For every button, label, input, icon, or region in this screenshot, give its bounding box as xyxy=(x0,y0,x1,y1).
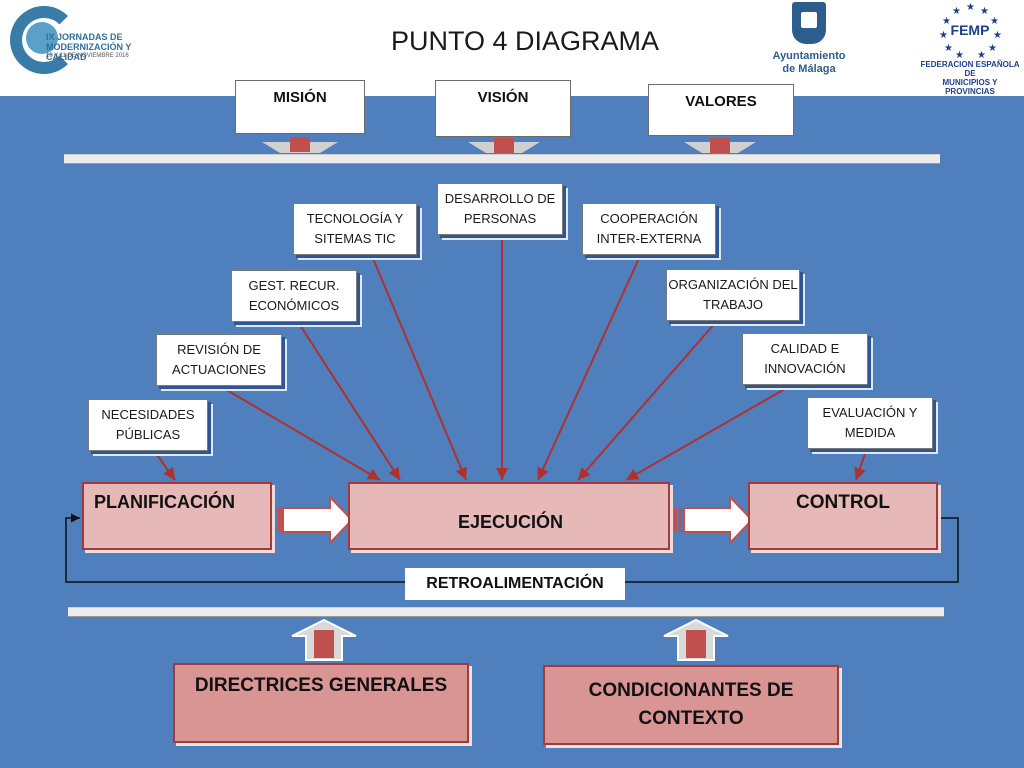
top-separator xyxy=(64,154,940,164)
vision-box: VISIÓN xyxy=(435,80,571,137)
factor-cooperacion: COOPERACIÓN INTER-EXTERNA xyxy=(582,203,716,255)
connector-organizacion xyxy=(577,321,717,481)
connector-necesidades xyxy=(154,451,176,481)
planificacion-box: PLANIFICACIÓN xyxy=(82,482,272,550)
retroalimentacion-label: RETROALIMENTACIÓN xyxy=(405,568,625,600)
factor-revision-actuaciones: REVISIÓN DE ACTUACIONES xyxy=(156,334,282,386)
factor-gest-recur-economicos: GEST. RECUR. ECONÓMICOS xyxy=(231,270,357,322)
ayuntamiento-logo: Ayuntamiento de Málaga xyxy=(768,2,850,84)
connector-cooperacion xyxy=(537,255,641,481)
femp-line1: FEDERACION ESPAÑOLA DE xyxy=(920,60,1020,78)
factor-necesidades-publicas: NECESIDADES PÚBLICAS xyxy=(88,399,208,451)
shield-icon xyxy=(792,2,826,44)
connector-tecnologia xyxy=(371,255,467,481)
ejecucion-label: EJECUCIÓN xyxy=(458,512,564,532)
connector-calidad xyxy=(625,385,791,481)
connector-evaluacion xyxy=(854,450,867,481)
factor-tecnologia-tic: TECNOLOGÍA Y SITEMAS TIC xyxy=(293,203,417,255)
stars-icon: ★ ★ ★ ★ ★ ★ ★ ★ ★ ★ ★ FEMP xyxy=(939,2,1002,61)
page-title: PUNTO 4 DIAGRAMA xyxy=(390,26,660,56)
femp-acronym: FEMP xyxy=(950,22,990,38)
mision-box: MISIÓN xyxy=(235,80,365,134)
ejecucion-box: EJECUCIÓN xyxy=(348,482,670,550)
connector-gest-recur xyxy=(297,321,401,481)
vision-down-arrow xyxy=(468,138,540,153)
jornadas-line2: MODERNIZACIÓN Y CALIDAD xyxy=(46,42,132,62)
jornadas-logo: IX JORNADAS DE MODERNIZACIÓN Y CALIDAD 1… xyxy=(8,4,158,84)
factor-evaluacion-medida: EVALUACIÓN Y MEDIDA xyxy=(807,397,933,449)
arrow-planificacion-ejecucion xyxy=(273,494,354,546)
ayuntamiento-line1: Ayuntamiento xyxy=(772,50,846,62)
ayuntamiento-line2: de Málaga xyxy=(782,63,836,75)
factor-calidad-innovacion: CALIDAD E INNOVACIÓN xyxy=(742,333,868,385)
control-label: CONTROL xyxy=(796,492,890,513)
femp-line2: MUNICIPIOS Y PROVINCIAS xyxy=(942,78,998,96)
control-box: CONTROL xyxy=(748,482,938,550)
directrices-generales-box: DIRECTRICES GENERALES xyxy=(173,663,469,743)
mision-down-arrow xyxy=(262,137,338,153)
jornadas-line1: IX JORNADAS DE xyxy=(46,32,123,42)
factor-desarrollo-personas: DESARROLLO DE PERSONAS xyxy=(437,183,563,235)
bottom-separator xyxy=(68,607,944,617)
connector-revision xyxy=(219,385,381,481)
jornadas-line3: 10 Y 11 DE NOVIEMBRE 2016 xyxy=(46,53,129,59)
valores-box: VALORES xyxy=(648,84,794,136)
femp-logo: ★ ★ ★ ★ ★ ★ ★ ★ ★ ★ ★ FEMP FEDERACION ES… xyxy=(918,2,1022,96)
condicionantes-up-arrow xyxy=(663,618,729,661)
factor-organizacion-trabajo: ORGANIZACIÓN DEL TRABAJO xyxy=(666,269,800,321)
condicionantes-contexto-box: CONDICIONANTES DE CONTEXTO xyxy=(543,665,839,745)
valores-down-arrow xyxy=(684,138,756,153)
directrices-up-arrow xyxy=(291,618,357,661)
arrow-ejecucion-control xyxy=(674,494,754,546)
planificacion-label: PLANIFICACIÓN xyxy=(94,492,235,512)
